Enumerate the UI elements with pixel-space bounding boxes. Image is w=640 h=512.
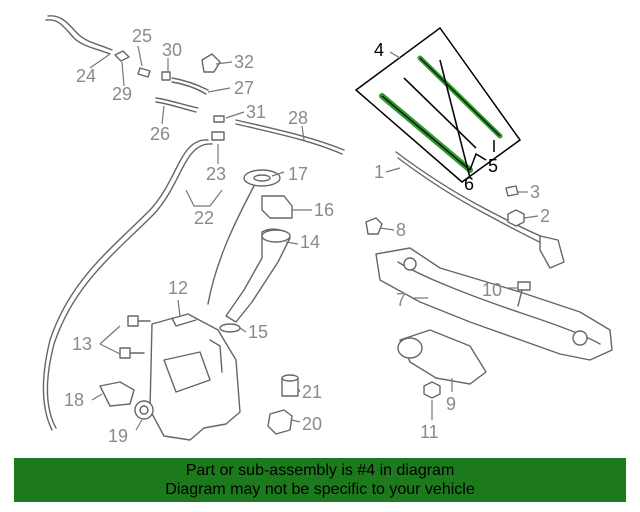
callout-29: 29 xyxy=(112,84,132,104)
seal-15 xyxy=(219,323,241,333)
callout-8: 8 xyxy=(396,220,406,240)
callout-23: 23 xyxy=(206,164,226,184)
callout-17: 17 xyxy=(288,164,308,184)
callout-7: 7 xyxy=(396,290,406,310)
callout-16: 16 xyxy=(314,200,334,220)
parts-diagram: 24 29 25 30 32 27 26 31 28 23 22 17 16 1… xyxy=(42,15,613,446)
hose-27 xyxy=(171,77,209,95)
callout-31: 31 xyxy=(246,102,266,122)
blade-assembly-4-box xyxy=(354,26,522,183)
callout-6: 6 xyxy=(464,174,474,194)
callout-25: 25 xyxy=(132,26,152,46)
bolts-13 xyxy=(119,315,151,359)
callout-4: 4 xyxy=(374,40,384,60)
leader-lines xyxy=(89,45,539,431)
callout-3: 3 xyxy=(530,182,540,202)
clip-32 xyxy=(201,53,221,73)
hose-rod xyxy=(207,185,255,305)
bracket-16 xyxy=(261,195,293,219)
nut-2 xyxy=(507,209,525,227)
callout-30: 30 xyxy=(162,40,182,60)
hose-22 xyxy=(42,139,213,431)
callout-5: 5 xyxy=(488,156,498,176)
pump-18 xyxy=(99,381,135,407)
callout-labels: 24 29 25 30 32 27 26 31 28 23 22 17 16 1… xyxy=(64,26,550,446)
callout-15: 15 xyxy=(248,322,268,342)
callout-11: 11 xyxy=(420,422,439,442)
callout-22: 22 xyxy=(194,208,214,228)
linkage-7 xyxy=(375,247,613,361)
hose-24 xyxy=(45,15,113,55)
bolt-10 xyxy=(517,281,531,307)
connector-23 xyxy=(211,131,225,141)
info-banner: Part or sub-assembly is #4 in diagram Di… xyxy=(14,458,626,502)
callout-12: 12 xyxy=(168,278,188,298)
cap-3 xyxy=(505,185,519,197)
callout-13: 13 xyxy=(72,334,92,354)
connector-29 xyxy=(114,50,130,62)
cap-21 xyxy=(281,374,299,397)
banner-line-2: Diagram may not be specific to your vehi… xyxy=(165,481,475,498)
callout-10: 10 xyxy=(482,280,502,300)
reservoir-12 xyxy=(149,313,241,441)
connector-31 xyxy=(213,115,225,123)
connector-30 xyxy=(161,71,171,81)
grommet-19 xyxy=(134,400,154,420)
arm-1 xyxy=(395,151,565,269)
callout-18: 18 xyxy=(64,390,84,410)
callout-32: 32 xyxy=(234,52,254,72)
callout-14: 14 xyxy=(300,232,320,252)
cap-17 xyxy=(243,169,281,187)
callout-9: 9 xyxy=(446,394,456,414)
leader-5-6 xyxy=(469,140,495,171)
connector-25 xyxy=(137,67,151,78)
callout-27: 27 xyxy=(234,78,254,98)
callout-28: 28 xyxy=(288,108,308,128)
hose-26 xyxy=(155,97,199,113)
callout-21: 21 xyxy=(302,382,322,402)
blade-4-highlighted xyxy=(379,55,503,179)
nut-11 xyxy=(423,381,441,399)
callout-1: 1 xyxy=(374,162,384,182)
callout-20: 20 xyxy=(302,414,322,434)
banner-line-1: Part or sub-assembly is #4 in diagram xyxy=(185,462,455,479)
callout-26: 26 xyxy=(150,124,170,144)
callout-24: 24 xyxy=(76,66,96,86)
hose-28 xyxy=(235,119,345,155)
callout-19: 19 xyxy=(108,426,128,446)
sensor-20 xyxy=(267,409,293,435)
bolt-8 xyxy=(365,217,383,235)
filler-neck-14 xyxy=(225,228,291,323)
callout-2: 2 xyxy=(540,206,550,226)
motor-9 xyxy=(397,329,487,385)
